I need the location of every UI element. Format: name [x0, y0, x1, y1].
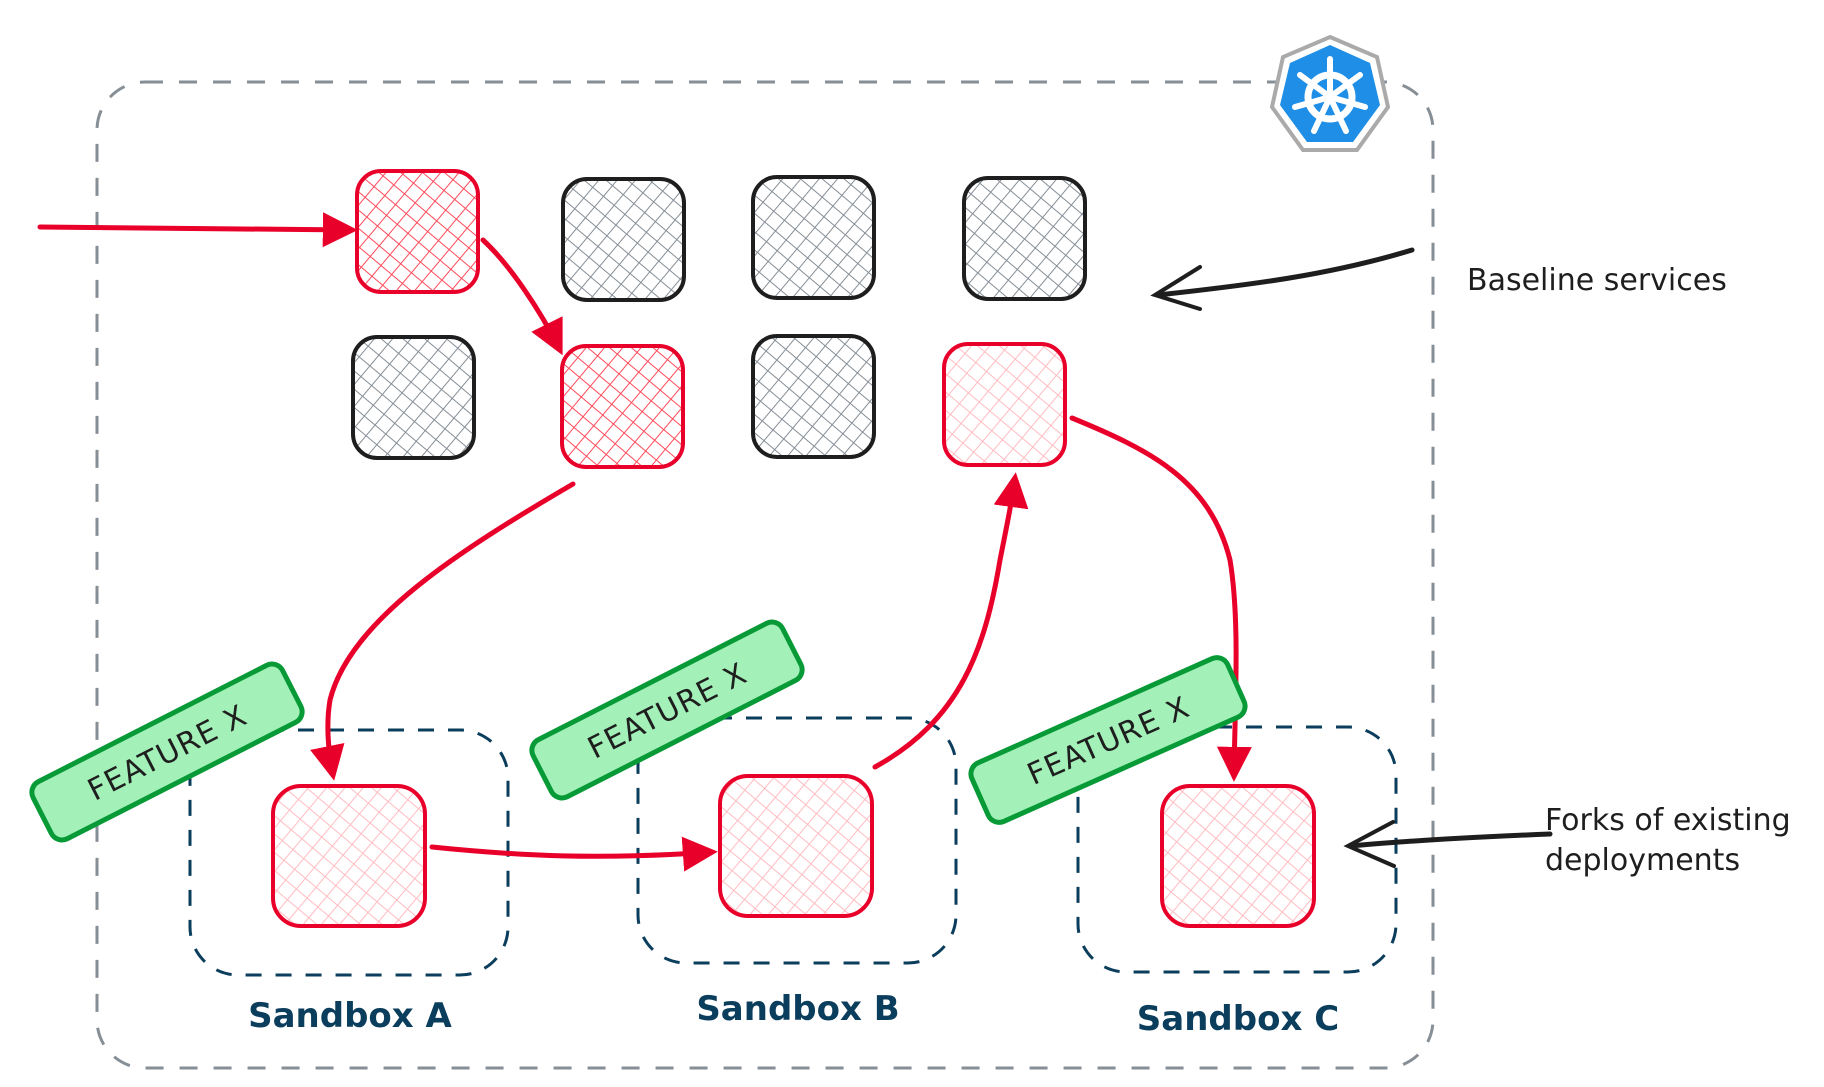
annotation-arrow — [1347, 831, 1553, 849]
flow-arrow-b-to-r2c4 — [872, 472, 1029, 770]
kubernetes-icon — [1269, 34, 1391, 152]
sandbox-boundary — [1076, 725, 1398, 974]
flow-arrow-ingress — [37, 212, 358, 248]
service-node — [751, 175, 876, 300]
sandbox-a-label: Sandbox A — [248, 996, 452, 1036]
sandbox-c-label: Sandbox C — [1137, 999, 1339, 1039]
forked-service-node — [718, 774, 874, 918]
service-node — [751, 334, 876, 459]
sandbox-a — [188, 728, 510, 977]
forks-label-line2: deployments — [1545, 843, 1740, 878]
service-node — [962, 176, 1087, 301]
service-node — [351, 335, 476, 460]
sandbox-c — [1076, 725, 1398, 974]
service-node — [560, 344, 685, 469]
baseline-services-group — [351, 169, 1087, 469]
forks-label-line1: Forks of existing — [1545, 803, 1791, 838]
sandbox-boundary — [636, 716, 958, 965]
flow-arrow-r1c1-to-r2c2 — [480, 237, 563, 356]
annotation-arrowhead — [1343, 820, 1396, 868]
forked-service-node — [271, 784, 427, 928]
cluster-boundary — [95, 80, 1435, 1070]
annotation-arrowhead — [1150, 265, 1202, 311]
feature-tag: FEATURE X — [29, 661, 305, 843]
service-node — [561, 177, 686, 302]
flow-arrow-a-to-b — [429, 836, 718, 872]
baseline-services-label: Baseline services — [1467, 263, 1727, 298]
forks-annotation: Forks of existing deployments — [1343, 803, 1791, 878]
service-node — [355, 169, 480, 294]
service-node — [942, 342, 1067, 467]
flow-arrow-to-sandbox-a — [310, 481, 576, 781]
sandbox-b-label: Sandbox B — [696, 989, 899, 1029]
request-flow — [37, 212, 1252, 872]
annotation-arrow — [1155, 247, 1415, 298]
sandbox-b — [636, 716, 958, 965]
baseline-annotation: Baseline services — [1150, 247, 1727, 311]
forked-service-node — [1160, 784, 1316, 928]
